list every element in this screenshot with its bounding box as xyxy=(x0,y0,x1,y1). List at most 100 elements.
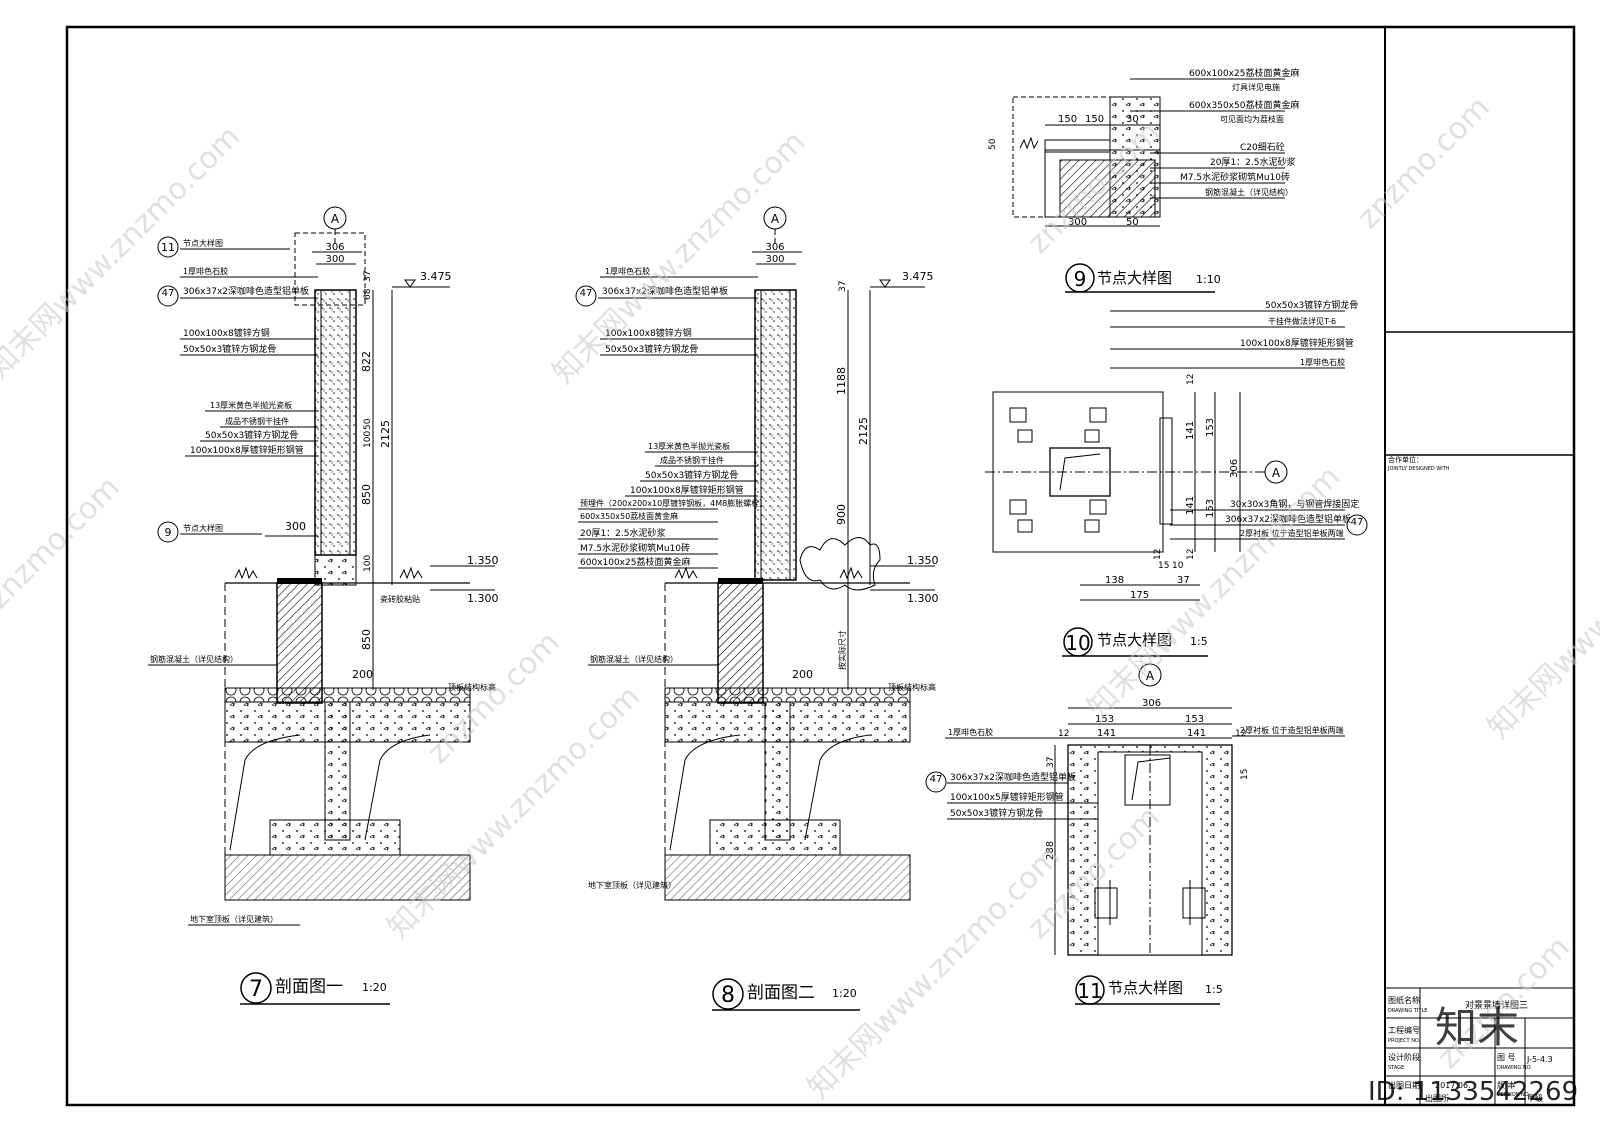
tb-label: 设计阶段 xyxy=(1388,1052,1420,1062)
watermark-text: znzmo.com xyxy=(0,470,127,616)
drawing-scale: 1:5 xyxy=(1205,983,1223,996)
watermark-id: ID: 1133542269 xyxy=(1368,1077,1578,1107)
dim-v: 37 xyxy=(838,281,848,292)
tb-date: 2017.06. xyxy=(1435,1081,1471,1090)
dim: 50 xyxy=(1126,217,1139,228)
drawing-number: 7 xyxy=(249,977,263,1002)
callout-47: 47 xyxy=(162,288,175,299)
leader-label: 100x100x8镀锌方钢 xyxy=(183,327,270,339)
dim: 306 xyxy=(1142,698,1161,709)
dim-v: 850 xyxy=(360,484,373,505)
drawing-number: 10 xyxy=(1065,631,1090,655)
drawing-title: 节点大样图 xyxy=(1097,631,1172,649)
leader-label: 600x350x50荔枝面黄金麻 xyxy=(580,511,678,521)
dim: 12 xyxy=(1186,374,1196,385)
elev-top: 3.475 xyxy=(420,270,452,283)
leader-label: 顶板结构标高 xyxy=(888,682,936,692)
callout-47: 47 xyxy=(930,774,943,785)
leader-label: 13厚米黄色半抛光瓷板 xyxy=(648,441,730,451)
callout-9: 9 xyxy=(165,526,172,539)
detail-drawing-11: A 306 153 153 12 141 141 12 37 288 15 1厚… xyxy=(925,663,1345,1005)
dim-v: 900 xyxy=(835,504,848,525)
detail-label: 600x100x25荔枝面黄金麻 xyxy=(1189,67,1299,79)
detail-label: 306x37x2深咖啡色造型铝单板 xyxy=(950,771,1076,783)
leader-label: 600x100x25荔枝面黄金麻 xyxy=(580,556,690,568)
dim-v: 850 xyxy=(360,629,373,650)
tb-label: 工程编号 xyxy=(1388,1025,1420,1035)
dim-306: 306 xyxy=(325,242,344,253)
dim: 138 xyxy=(1105,575,1124,586)
detail-label: 600x350x50荔枝面黄金麻 xyxy=(1189,99,1299,111)
dim: 306 xyxy=(1229,459,1240,478)
elev-low: 1.300 xyxy=(467,592,499,605)
tb-label-en: DRAWING NO. xyxy=(1497,1065,1532,1071)
dim: 12 xyxy=(1186,549,1196,560)
tb-label: 出图日期 xyxy=(1388,1080,1420,1090)
dim: 141 xyxy=(1185,421,1196,440)
section-drawing-7: A 306 300 68 37 822 xyxy=(148,206,499,1005)
detail-label: 100x100x5厚镀锌矩形钢管 xyxy=(950,791,1064,803)
detail-label: C20细石砼 xyxy=(1240,141,1285,153)
tb-label: 出图所 xyxy=(1425,1093,1449,1103)
drawing-title: 节点大样图 xyxy=(1108,979,1183,997)
watermark-text: 知末网www.znzmo.com xyxy=(1481,479,1600,745)
detail-label: 钢筋混凝土（详见结构） xyxy=(1205,187,1293,197)
dim: 12 xyxy=(1058,729,1069,739)
sheet-border xyxy=(65,25,1576,1107)
detail-label: 1厚啡色石胶 xyxy=(948,727,993,737)
tb-drawing-no: J-5-4.3 xyxy=(1526,1055,1553,1064)
grid-label: A xyxy=(331,212,340,226)
drawing-title: 剖面图一 xyxy=(275,977,343,997)
leader-label: 50x50x3镀锌方钢龙骨 xyxy=(645,469,738,481)
callout-11: 11 xyxy=(161,241,175,254)
dim: 150 xyxy=(1085,114,1104,125)
dim: 141 xyxy=(1187,728,1206,739)
tb-value: 甲级 xyxy=(1527,1093,1543,1103)
leader-label: 50x50x3镀锌方钢龙骨 xyxy=(205,429,298,441)
detail-drawing-10: A 12 141 153 306 141 153 12 15 10 12 138… xyxy=(985,299,1368,657)
elev-low: 1.300 xyxy=(907,592,939,605)
leader-label: 1厚啡色石胶 xyxy=(605,266,650,276)
detail-label: 可见面均为荔枝面 xyxy=(1220,114,1284,124)
detail-label: 2厚衬板 位于造型铝单板两端 xyxy=(1240,528,1344,538)
title-block: 合作单位： JOINTLY DESIGNED WITH 图纸名称 DRAWING… xyxy=(1384,455,1575,1106)
dim-v: 100 xyxy=(363,431,373,448)
callout-47: 47 xyxy=(1351,517,1364,528)
dim-v: 50 xyxy=(363,418,373,430)
drawing-number: 9 xyxy=(1074,267,1087,291)
leader-label: 钢筋混凝土（详见结构） xyxy=(590,654,678,664)
dim-v: 1188 xyxy=(835,367,848,395)
detail-label: 20厚1：2.5水泥砂浆 xyxy=(1210,156,1296,168)
leader-label: 100x100x8厚镀锌矩形钢管 xyxy=(190,444,304,456)
detail-label: 50x50x3镀锌方钢龙骨 xyxy=(950,807,1043,819)
detail-drawing-9: 150 150 30 50 300 50 600x100x25荔枝面黄金麻 灯具… xyxy=(988,67,1299,293)
partner-label: 合作单位： xyxy=(1388,455,1423,464)
leader-label: 13厚米黄色半抛光瓷板 xyxy=(210,400,292,410)
leader-label: 顶板结构标高 xyxy=(448,682,496,692)
elev-mid: 1.350 xyxy=(907,554,939,567)
dim: 150 xyxy=(1058,114,1077,125)
leader-label: 成品不锈钢干挂件 xyxy=(225,416,289,426)
tb-label: 图 号 xyxy=(1497,1053,1516,1062)
leader-label: 100x100x8镀锌方钢 xyxy=(605,327,692,339)
grid-label: A xyxy=(1146,669,1155,683)
leader-label: 50x50x3镀锌方钢龙骨 xyxy=(605,343,698,355)
dim: 300 xyxy=(1068,217,1087,228)
tb-label-en: PROJECT NO. xyxy=(1388,1038,1421,1044)
tb-label: 图纸名称 xyxy=(1388,995,1420,1005)
leader-label: 节点大样图 xyxy=(183,238,223,248)
dim: 15 xyxy=(1240,769,1250,780)
tb-label-en: STAGE xyxy=(1388,1065,1404,1071)
drawing-title: 节点大样图 xyxy=(1097,269,1172,287)
detail-label: 50x50x3镀锌方钢龙骨 xyxy=(1265,299,1358,311)
dim: 37 xyxy=(1177,575,1190,586)
dim-300: 300 xyxy=(765,254,784,265)
dim: 175 xyxy=(1130,590,1149,601)
dim-200: 200 xyxy=(792,668,813,681)
dim-300: 300 xyxy=(325,254,344,265)
dim-200: 200 xyxy=(352,668,373,681)
tb-label: 版 本 xyxy=(1497,1080,1516,1090)
dim-v: 37 xyxy=(363,271,373,282)
tb-label-en: VERSION NO. xyxy=(1497,1092,1530,1098)
leader-label: 306x37x2深咖啡色造型铝单板 xyxy=(183,285,309,297)
